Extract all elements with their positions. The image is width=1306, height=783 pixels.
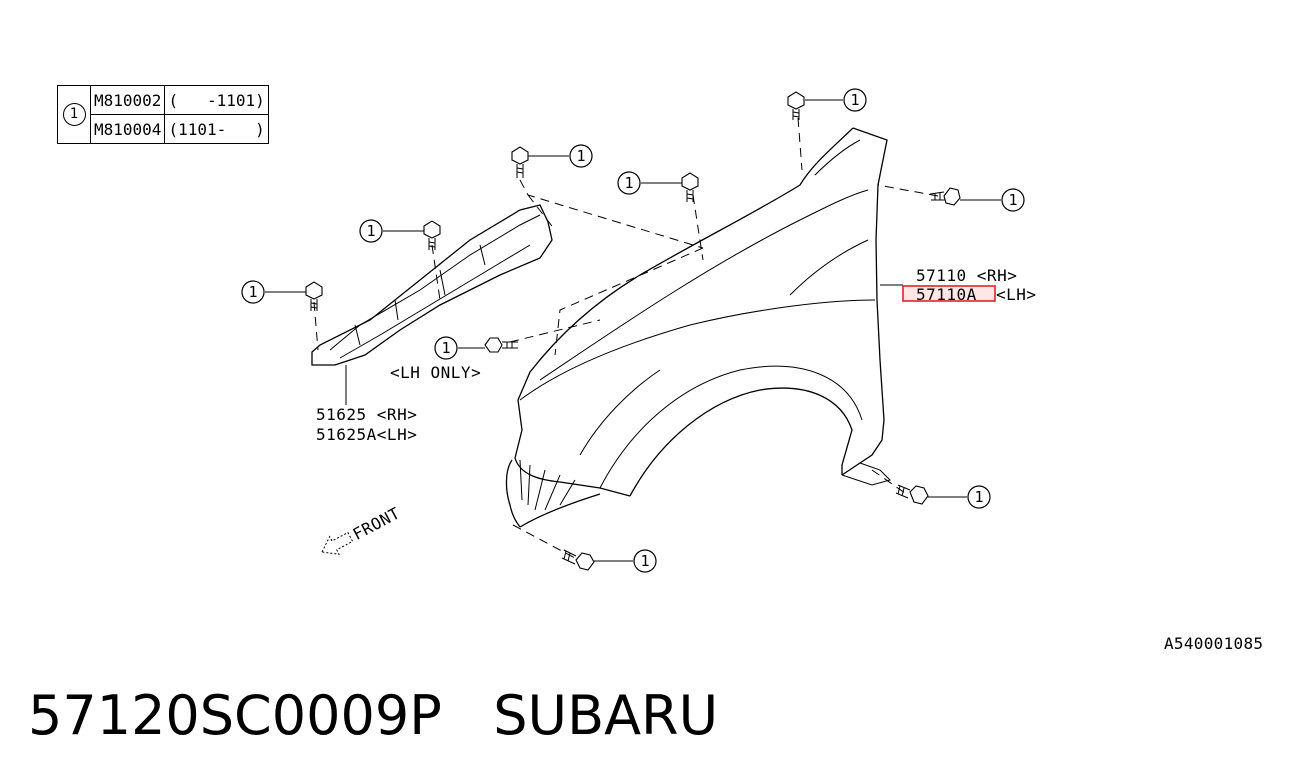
callout-icon — [633, 549, 657, 573]
callout-cell: 1 — [57, 85, 91, 144]
bracket-rh-label: 51625 <RH> — [316, 405, 417, 424]
callout-number: 1 — [441, 339, 450, 357]
callout-icon — [569, 144, 593, 168]
callout-icon — [359, 219, 383, 243]
reference-table: 1 M810002 ( -1101) M810004 (1101- ) — [57, 85, 269, 144]
bolts — [305, 91, 961, 571]
callout-icon — [241, 280, 265, 304]
callout-number: 1 — [1008, 191, 1017, 209]
bolt-icon — [681, 172, 699, 202]
bolt-icon — [511, 146, 529, 178]
callout-number: 1 — [974, 488, 983, 506]
bolt-icon — [484, 337, 518, 353]
footer-title: 57120SC0009P SUBARU — [28, 684, 718, 747]
callout-circle: 1 — [62, 103, 86, 126]
lh-only-label: <LH ONLY> — [390, 363, 481, 382]
callout-icon — [434, 336, 458, 360]
bolt-icon — [787, 91, 805, 120]
callout-icon — [843, 88, 867, 112]
bracket-lh-label: 51625A<LH> — [316, 425, 417, 444]
fender-lh-side-label: <LH> — [996, 285, 1037, 304]
front-arrow: FRONT — [321, 503, 404, 555]
part-labels: 57110 <RH> 57110A <LH> 51625 <RH> 51625A… — [316, 266, 1037, 444]
bolt-icon — [423, 220, 441, 250]
bolt-icon — [895, 484, 929, 505]
callout-number: 1 — [624, 174, 633, 192]
callout-number: 1 — [640, 552, 649, 570]
ref-part-1: M810002 — [89, 85, 166, 115]
front-label: FRONT — [350, 503, 404, 544]
arrow-left-icon — [321, 531, 354, 555]
callout-icon — [617, 171, 641, 195]
bolt-icon — [929, 187, 961, 206]
fender-lh-part-label[interactable]: 57110A — [916, 285, 977, 304]
callout-number: 1 — [850, 91, 859, 109]
ref-part-2: M810004 — [89, 114, 166, 144]
fender-rh-label: 57110 <RH> — [916, 266, 1017, 285]
fender — [505, 127, 903, 528]
bolt-icon — [561, 549, 595, 571]
image-code: A540001085 — [1164, 634, 1264, 653]
ref-range-2: (1101- ) — [164, 114, 269, 144]
bracket — [311, 204, 553, 405]
callout-number: 1 — [576, 147, 585, 165]
bolt-icon — [305, 281, 323, 311]
footer-part-number: 57120SC0009P — [28, 684, 442, 747]
callouts: 1 1 1 1 1 1 1 1 1 — [241, 88, 1025, 573]
footer-brand: SUBARU — [493, 684, 719, 747]
callout-icon — [967, 485, 991, 509]
highlight-box[interactable] — [902, 285, 996, 302]
callout-icon — [1001, 188, 1025, 212]
callout-number: 1 — [248, 283, 257, 301]
callout-number: 1 — [366, 222, 375, 240]
leader-lines — [313, 117, 939, 559]
highlight-box-fill — [903, 286, 995, 301]
